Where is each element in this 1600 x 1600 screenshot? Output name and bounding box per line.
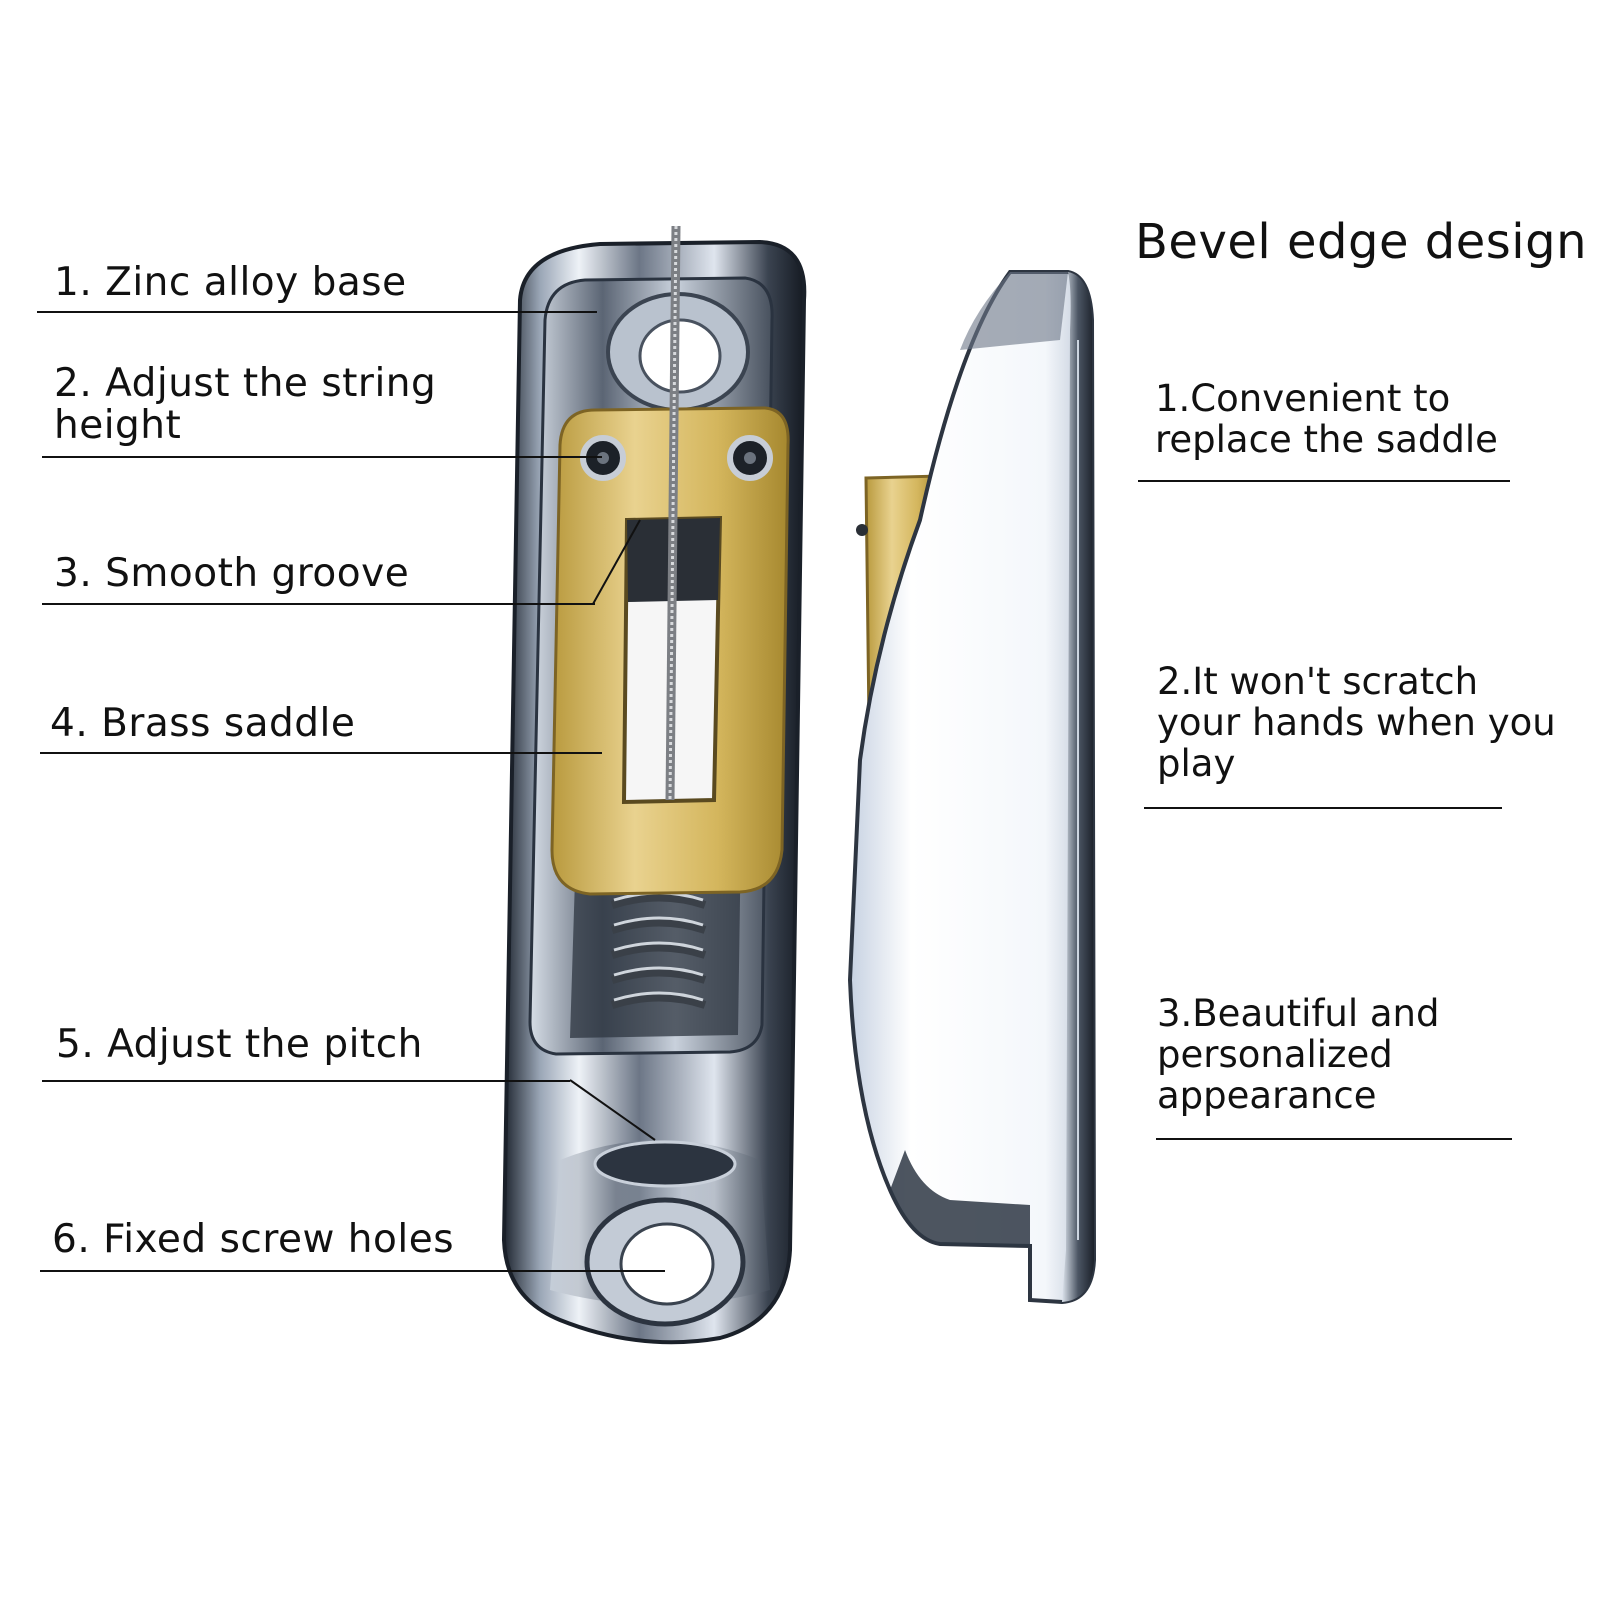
point-wont-scratch: 2.It won't scratch your hands when you p… (1157, 660, 1556, 785)
leader-zinc-alloy-base (37, 311, 597, 313)
rule-point-2 (1144, 807, 1502, 809)
rule-point-1 (1138, 480, 1510, 482)
leader-adjust-pitch (42, 1080, 570, 1082)
label-adjust-string-height: 2. Adjust the string height (54, 361, 437, 448)
bevel-edge-surface (847, 270, 1097, 1305)
pitch-spring (610, 893, 707, 1009)
point-beautiful-appearance: 3.Beautiful and personalized appearance (1157, 992, 1440, 1117)
leader-brass-saddle (40, 752, 602, 754)
bridge-bevel-view (847, 270, 1097, 1305)
label-adjust-pitch: 5. Adjust the pitch (56, 1022, 423, 1067)
point-convenient-replace: 1.Convenient to replace the saddle (1155, 377, 1498, 461)
bridge-front-view (501, 225, 807, 1345)
label-zinc-alloy-base: 1. Zinc alloy base (54, 260, 407, 305)
leader-adjust-string-height (42, 456, 602, 458)
bevel-edge-title: Bevel edge design (1135, 214, 1587, 270)
guitar-string (665, 225, 681, 801)
rule-point-3 (1156, 1138, 1512, 1140)
label-brass-saddle: 4. Brass saddle (50, 701, 356, 746)
leader-smooth-groove (42, 603, 595, 605)
label-fixed-screw-holes: 6. Fixed screw holes (52, 1217, 455, 1262)
leader-fixed-screw-holes (40, 1270, 665, 1272)
label-smooth-groove: 3. Smooth groove (54, 551, 410, 596)
